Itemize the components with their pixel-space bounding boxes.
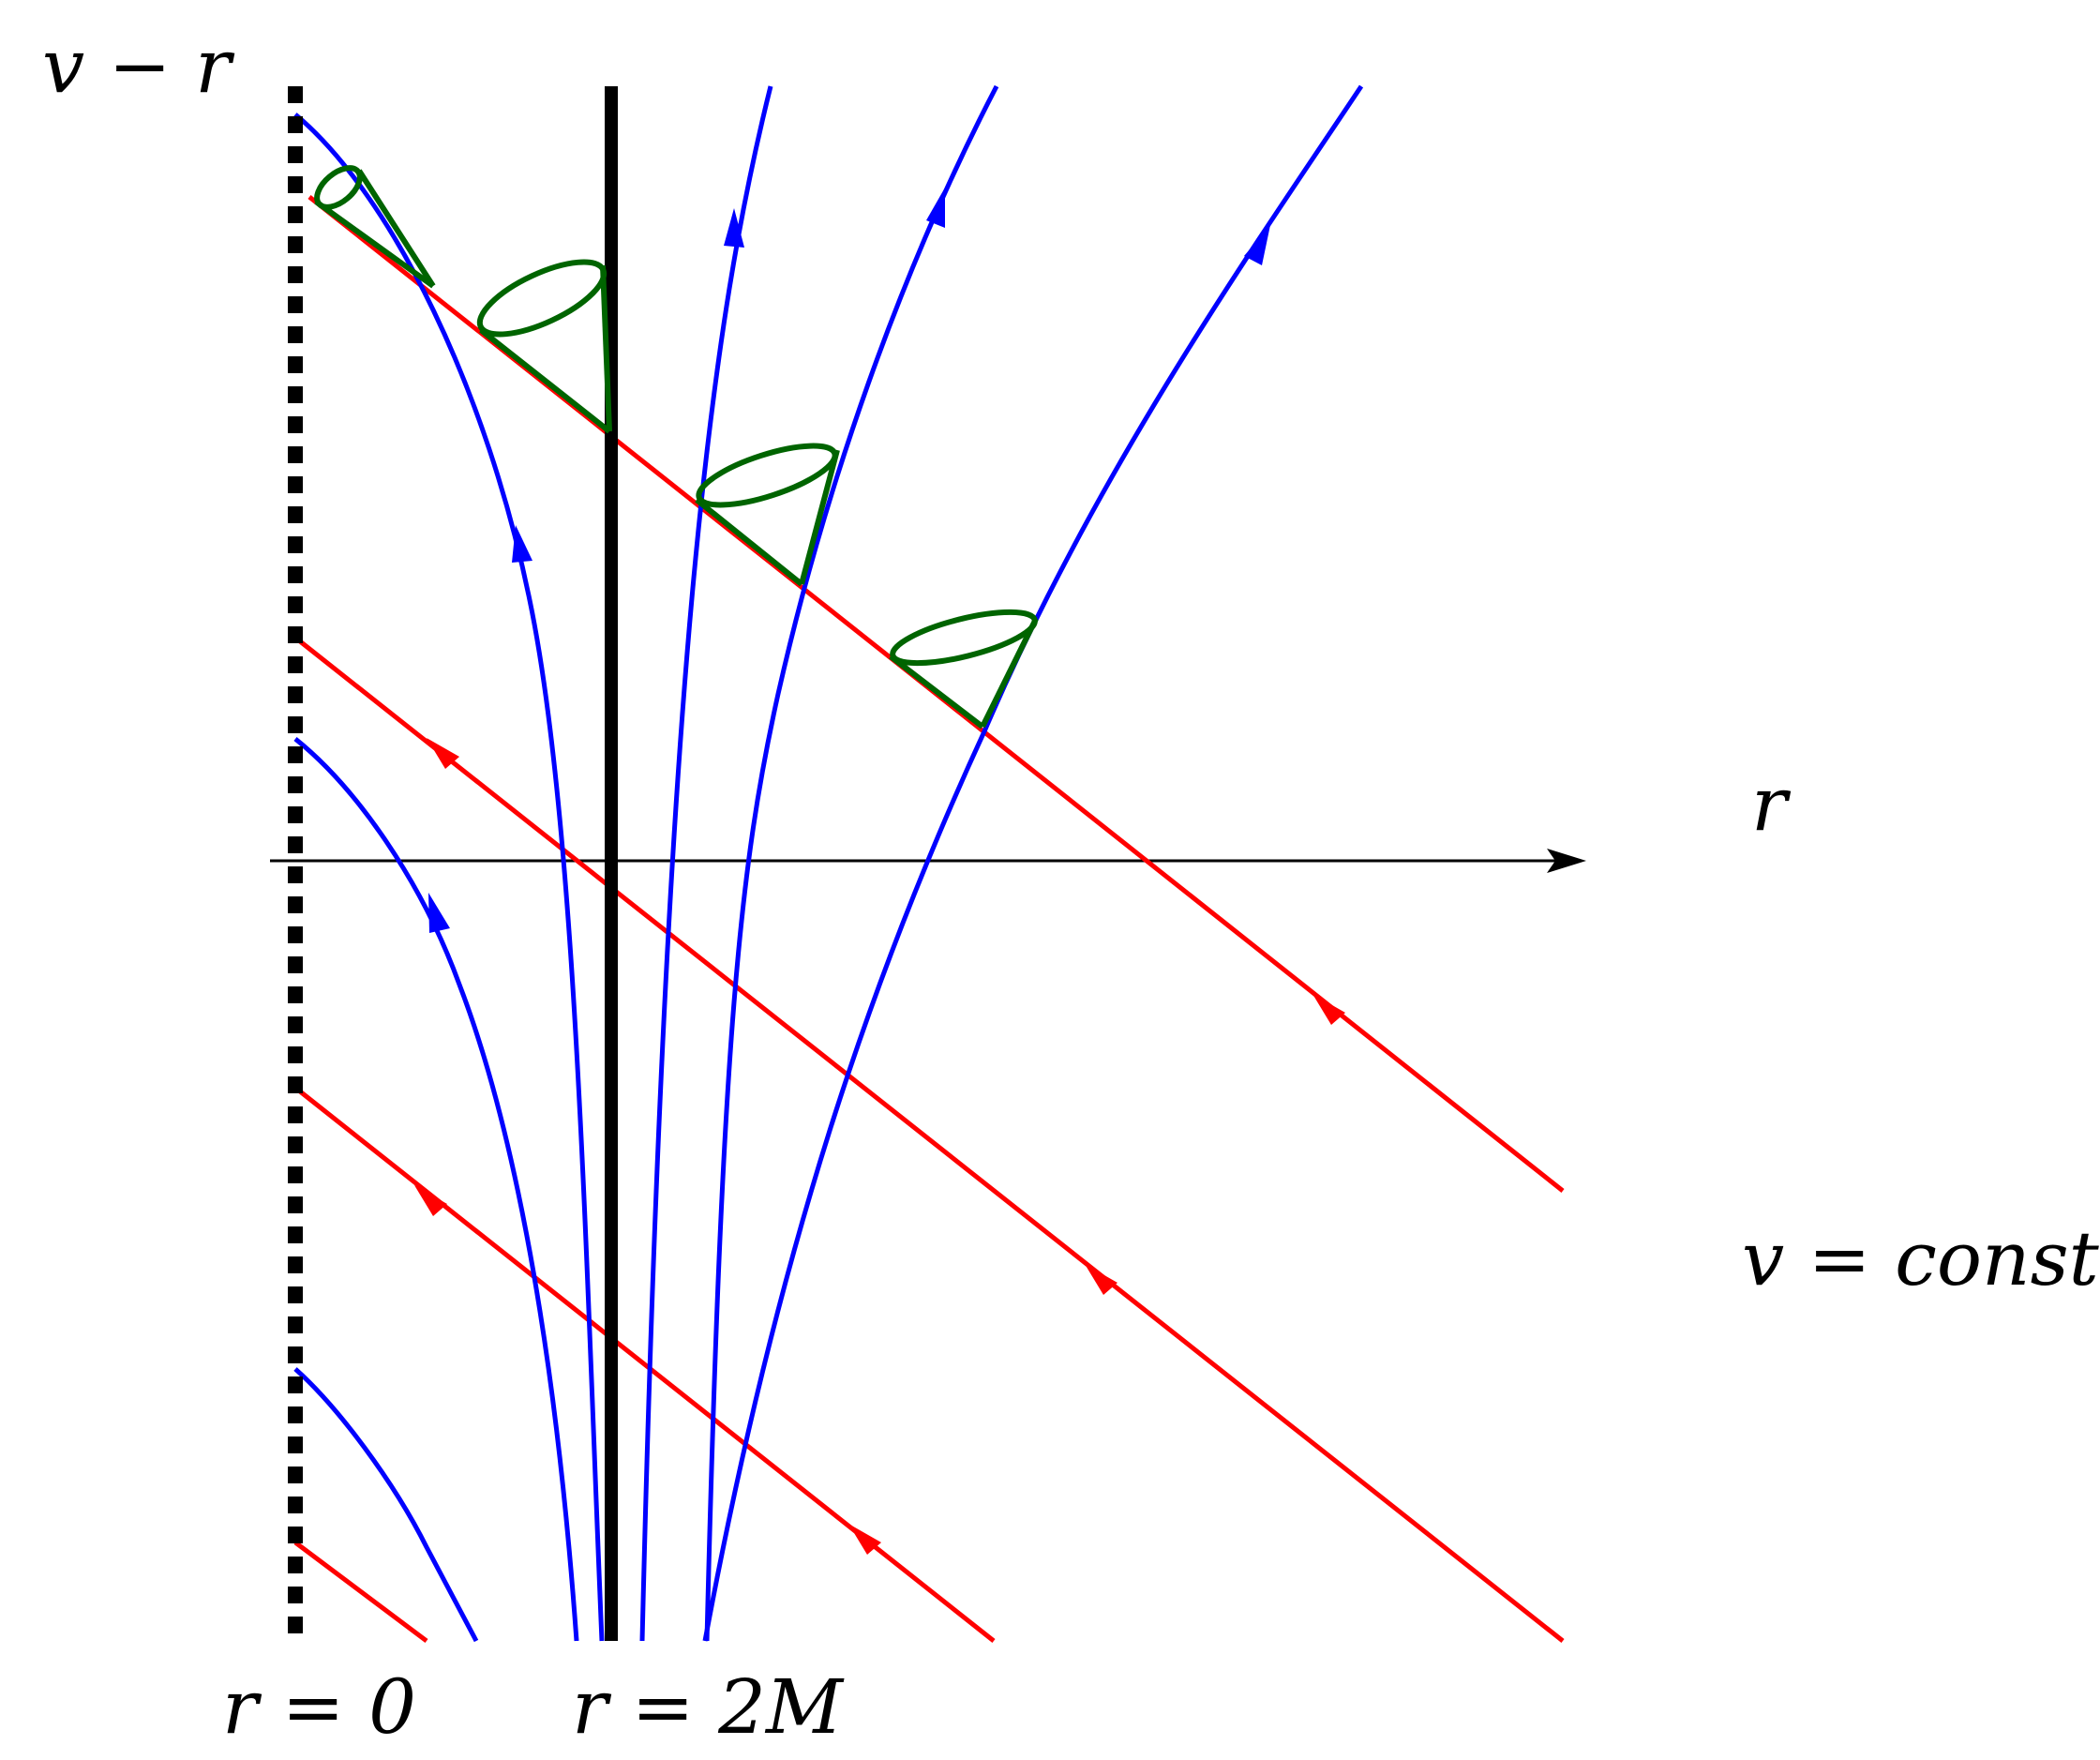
ingoing-null-rays (293, 195, 1565, 1643)
ingoing-arrow (414, 1185, 447, 1216)
ingoing-arrow (1085, 1264, 1118, 1295)
outgoing-arrow (1244, 225, 1270, 265)
singularity-label: r = 0 (222, 1663, 416, 1751)
outgoing-ray-arrows (428, 188, 1270, 933)
ingoing-ray-arrows (414, 738, 1345, 1555)
light-cone (314, 165, 436, 289)
light-cones (314, 165, 1039, 730)
r-axis-arrowhead (1547, 849, 1586, 873)
ingoing-arrow (427, 738, 459, 769)
outgoing-ray-outside-2 (704, 84, 999, 1642)
y-axis-label: v − r (42, 23, 235, 110)
ingoing-ray-label: v = const (1742, 1215, 2100, 1302)
outgoing-arrow (512, 525, 532, 563)
light-cone (476, 259, 612, 434)
light-cone (695, 443, 840, 587)
outgoing-null-rays (293, 84, 1364, 1643)
outgoing-arrow (428, 893, 450, 933)
r-axis (270, 849, 1586, 873)
outgoing-arrow (724, 208, 744, 248)
light-cone (889, 609, 1039, 730)
ingoing-ray-2 (293, 636, 1565, 1643)
outgoing-ray-outside-3 (702, 84, 1364, 1642)
x-axis-label: r (1751, 760, 1792, 848)
outgoing-ray-inside-3 (293, 1367, 479, 1643)
ingoing-arrow (1312, 994, 1345, 1025)
ingoing-arrow (848, 1524, 881, 1555)
outgoing-ray-outside-1 (639, 85, 773, 1642)
outgoing-arrow (926, 188, 945, 228)
outgoing-ray-inside-1 (293, 113, 605, 1642)
ingoing-ray-3 (293, 1086, 996, 1643)
ingoing-ray-4 (293, 1541, 428, 1643)
outgoing-ray-inside-2 (293, 737, 579, 1642)
horizon-label: r = 2M (572, 1663, 845, 1751)
